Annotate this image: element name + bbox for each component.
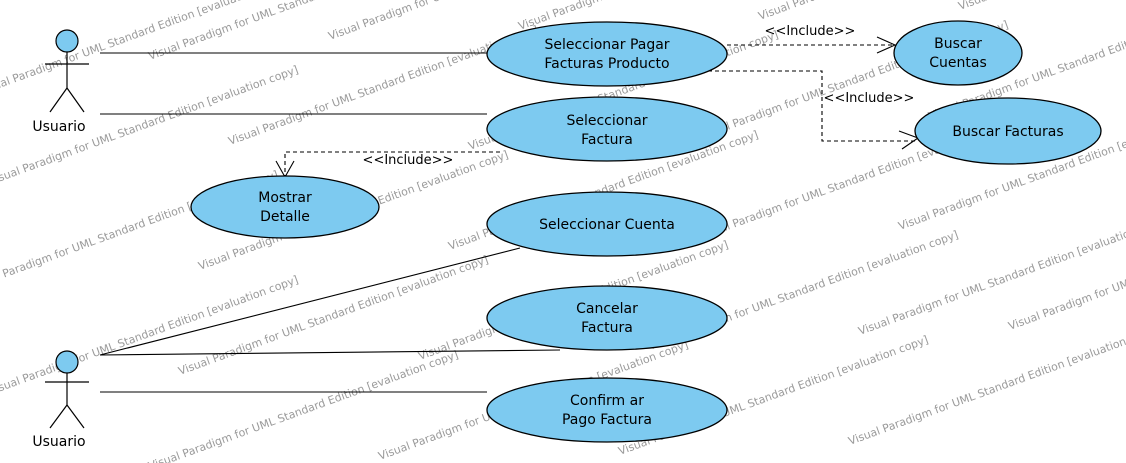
actor-head-icon (55, 29, 79, 53)
use-case-buscar-cuentas[interactable]: Buscar Cuentas (893, 20, 1023, 86)
use-case-seleccionar-cuenta[interactable]: Seleccionar Cuenta (486, 191, 728, 257)
assoc-usuario-bottom-seleccionar-cuenta (99, 247, 521, 356)
use-case-label-line: Factura (581, 320, 633, 336)
use-case-label-line: Cancelar (576, 301, 638, 317)
include-label-buscar-facturas: <<Include>> (824, 91, 915, 106)
arrowhead-buscar-cuentas (876, 36, 897, 54)
assoc-usuario-bottom-cancelar-factura (99, 349, 561, 356)
actor-label: Usuario (32, 119, 85, 135)
actor-label: Usuario (32, 434, 85, 450)
include-arrow-mostrar-detalle (284, 151, 500, 176)
association-lines (99, 52, 561, 393)
watermark-text: Visual Paradigm for UML Standard Edition… (847, 323, 1126, 448)
include-label-buscar-cuentas: <<Include>> (765, 24, 856, 39)
use-case-mostrar-detalle[interactable]: Mostrar Detalle (190, 175, 380, 239)
use-case-label-line: Factura (581, 132, 633, 148)
use-case-label-line: Facturas Producto (544, 56, 669, 72)
use-case-cancelar-factura[interactable]: Cancelar Factura (486, 285, 728, 351)
include-label-mostrar-detalle: <<Include>> (363, 153, 454, 168)
actor-head-icon (55, 350, 79, 374)
include-dependencies: <<Include>> <<Include>> <<Include>> (275, 24, 920, 179)
include-arrow-buscar-facturas (708, 70, 915, 142)
use-case-label-line: Confirm ar (570, 393, 644, 409)
use-case-buscar-facturas[interactable]: Buscar Facturas (914, 97, 1102, 165)
use-case-confirmar-pago-factura[interactable]: Confirm ar Pago Factura (486, 377, 728, 443)
use-case-label-line: Pago Factura (562, 412, 652, 428)
watermark-text: Visual Paradigm for UML Standard Edition… (757, 0, 1070, 23)
use-case-seleccionar-factura[interactable]: Seleccionar Factura (486, 96, 728, 162)
use-case-seleccionar-pagar-facturas-producto[interactable]: Seleccionar Pagar Facturas Producto (486, 21, 728, 87)
watermark-text: Visual Paradigm for UML Standard Edition… (0, 273, 300, 398)
watermark-text: Visual Paradigm for UML Standard Edition… (957, 0, 1126, 13)
watermark-text: Visual Paradigm for UML Standard Edition… (857, 213, 1126, 338)
use-case-label-line: Seleccionar Cuenta (539, 217, 675, 233)
use-case-label-line: Mostrar (258, 190, 312, 206)
use-case-label-line: Seleccionar Pagar (544, 37, 669, 53)
use-case-label-line: Cuentas (929, 55, 987, 71)
use-case-label-line: Detalle (260, 209, 310, 225)
use-case-label-line: Seleccionar (566, 113, 647, 129)
use-case-label-line: Buscar Facturas (952, 124, 1063, 140)
actor-usuario-top[interactable]: Usuario (32, 29, 89, 135)
actor-usuario-bottom[interactable]: Usuario (32, 350, 89, 450)
use-case-label-line: Buscar (934, 36, 982, 52)
